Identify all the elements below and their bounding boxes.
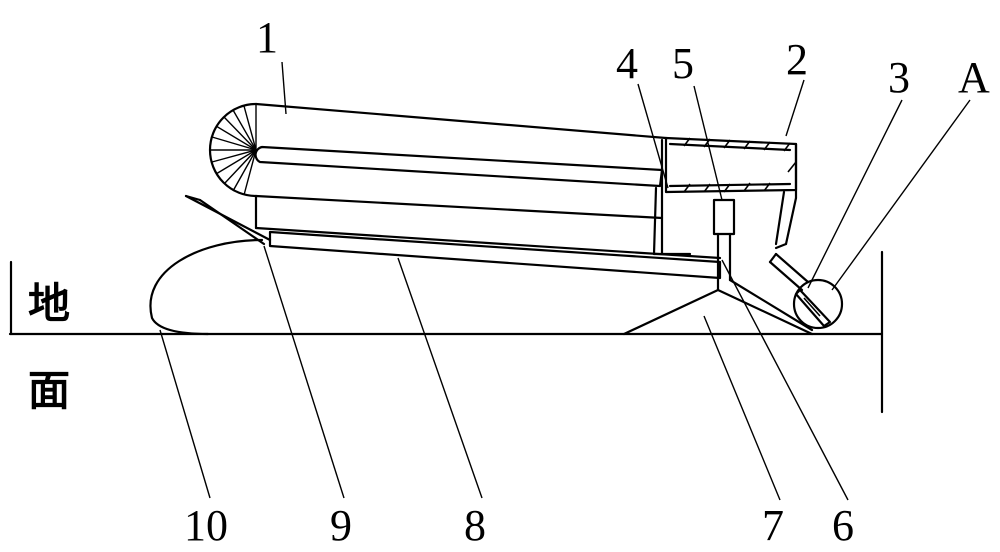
wall-step xyxy=(774,242,788,250)
housing-top-edge xyxy=(254,102,668,140)
plate-left xyxy=(652,186,658,256)
leader-2 xyxy=(785,79,805,137)
ground-char-bottom: 面 xyxy=(28,366,70,415)
roller-blade xyxy=(794,288,832,328)
post-assembly xyxy=(712,198,814,332)
label-5: 5 xyxy=(672,39,694,88)
leader-4 xyxy=(637,83,669,189)
block xyxy=(712,198,736,236)
box-inner-top xyxy=(668,142,792,152)
wall-outer-mid xyxy=(784,196,798,246)
leader-7 xyxy=(703,315,781,501)
wall-slant-end xyxy=(768,252,778,264)
vertical-plate xyxy=(652,138,692,256)
flap-lower xyxy=(198,198,266,246)
bottom-plate xyxy=(268,230,722,280)
label-6: 6 xyxy=(832,501,854,550)
leader-6 xyxy=(721,259,849,501)
label-4: 4 xyxy=(616,39,638,88)
label-7: 7 xyxy=(762,501,784,550)
label-9: 9 xyxy=(330,501,352,550)
wall-slant-lower xyxy=(768,260,804,292)
leader-5 xyxy=(693,85,723,201)
label-8: 8 xyxy=(464,501,486,550)
wall-inner xyxy=(774,190,786,246)
inner-rod xyxy=(254,145,664,188)
ground: 地 面 xyxy=(8,250,884,415)
roller-circle xyxy=(792,278,844,330)
label-2: 2 xyxy=(786,35,808,84)
main-housing xyxy=(208,102,722,280)
hatched-box xyxy=(664,136,798,194)
right-wall xyxy=(768,142,810,292)
leader-3 xyxy=(807,99,903,289)
roller-blade-mark xyxy=(803,297,821,317)
left-flap xyxy=(184,194,272,246)
brush-bristles xyxy=(210,104,257,196)
label-1: 1 xyxy=(256,13,278,62)
leader-1 xyxy=(281,61,287,115)
wall-slant xyxy=(774,252,810,284)
flap-tip xyxy=(184,194,202,202)
leader-A xyxy=(831,99,971,291)
label-A: A xyxy=(958,53,990,102)
label-10: 10 xyxy=(184,501,228,550)
housing-bottom-edge xyxy=(254,226,722,260)
ground-char-top: 地 xyxy=(28,279,70,328)
box-hatching xyxy=(683,137,797,193)
leader-8 xyxy=(397,257,483,499)
support-triangle xyxy=(622,288,814,336)
part-labels: 1 4 5 2 3 A 10 9 8 7 6 xyxy=(184,13,990,550)
post-slant xyxy=(728,278,814,332)
leader-lines xyxy=(159,61,971,501)
roller xyxy=(792,278,844,330)
label-3: 3 xyxy=(888,53,910,102)
leader-10 xyxy=(159,329,211,499)
curved-arm xyxy=(149,238,264,336)
housing-mid-edge xyxy=(254,194,664,220)
leader-9 xyxy=(263,245,345,499)
